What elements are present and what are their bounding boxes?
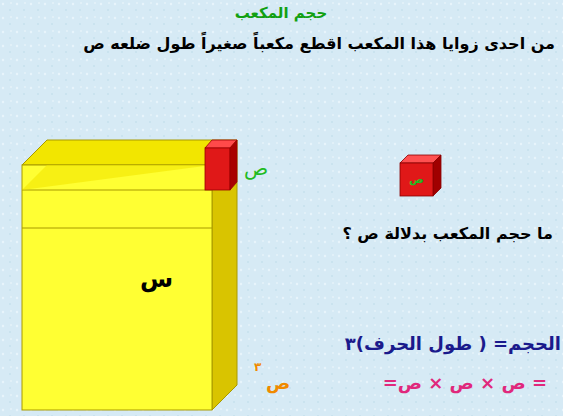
big-cube: س	[22, 165, 212, 410]
cube-edge-label: ص	[409, 173, 424, 186]
result-base: ص	[266, 372, 290, 394]
title: حجم المكعب	[235, 4, 328, 22]
cube-front-face	[22, 165, 212, 410]
cube-layer-face	[22, 165, 212, 190]
cut-cube-front	[205, 148, 230, 190]
question-text: ما حجم المكعب بدلالة ص ؟	[342, 224, 553, 243]
cut-cube-side	[230, 140, 237, 190]
product-expression: = ص × ص × ص=	[383, 372, 547, 394]
small-cube-side	[433, 155, 441, 196]
small-cube: ص	[400, 163, 433, 196]
cube-edge-label: س	[140, 265, 173, 294]
volume-formula: الحجم= ( طول الحرف)٣	[345, 333, 561, 355]
edge-label: ص	[244, 156, 268, 180]
small-cube-front	[400, 163, 433, 196]
cube-edge	[22, 190, 212, 191]
instruction-text: من احدى زوايا هذا المكعب اقطع مكعباً صغي…	[83, 34, 555, 53]
result-exponent: ٣	[254, 360, 261, 374]
cube-edge	[22, 228, 212, 229]
